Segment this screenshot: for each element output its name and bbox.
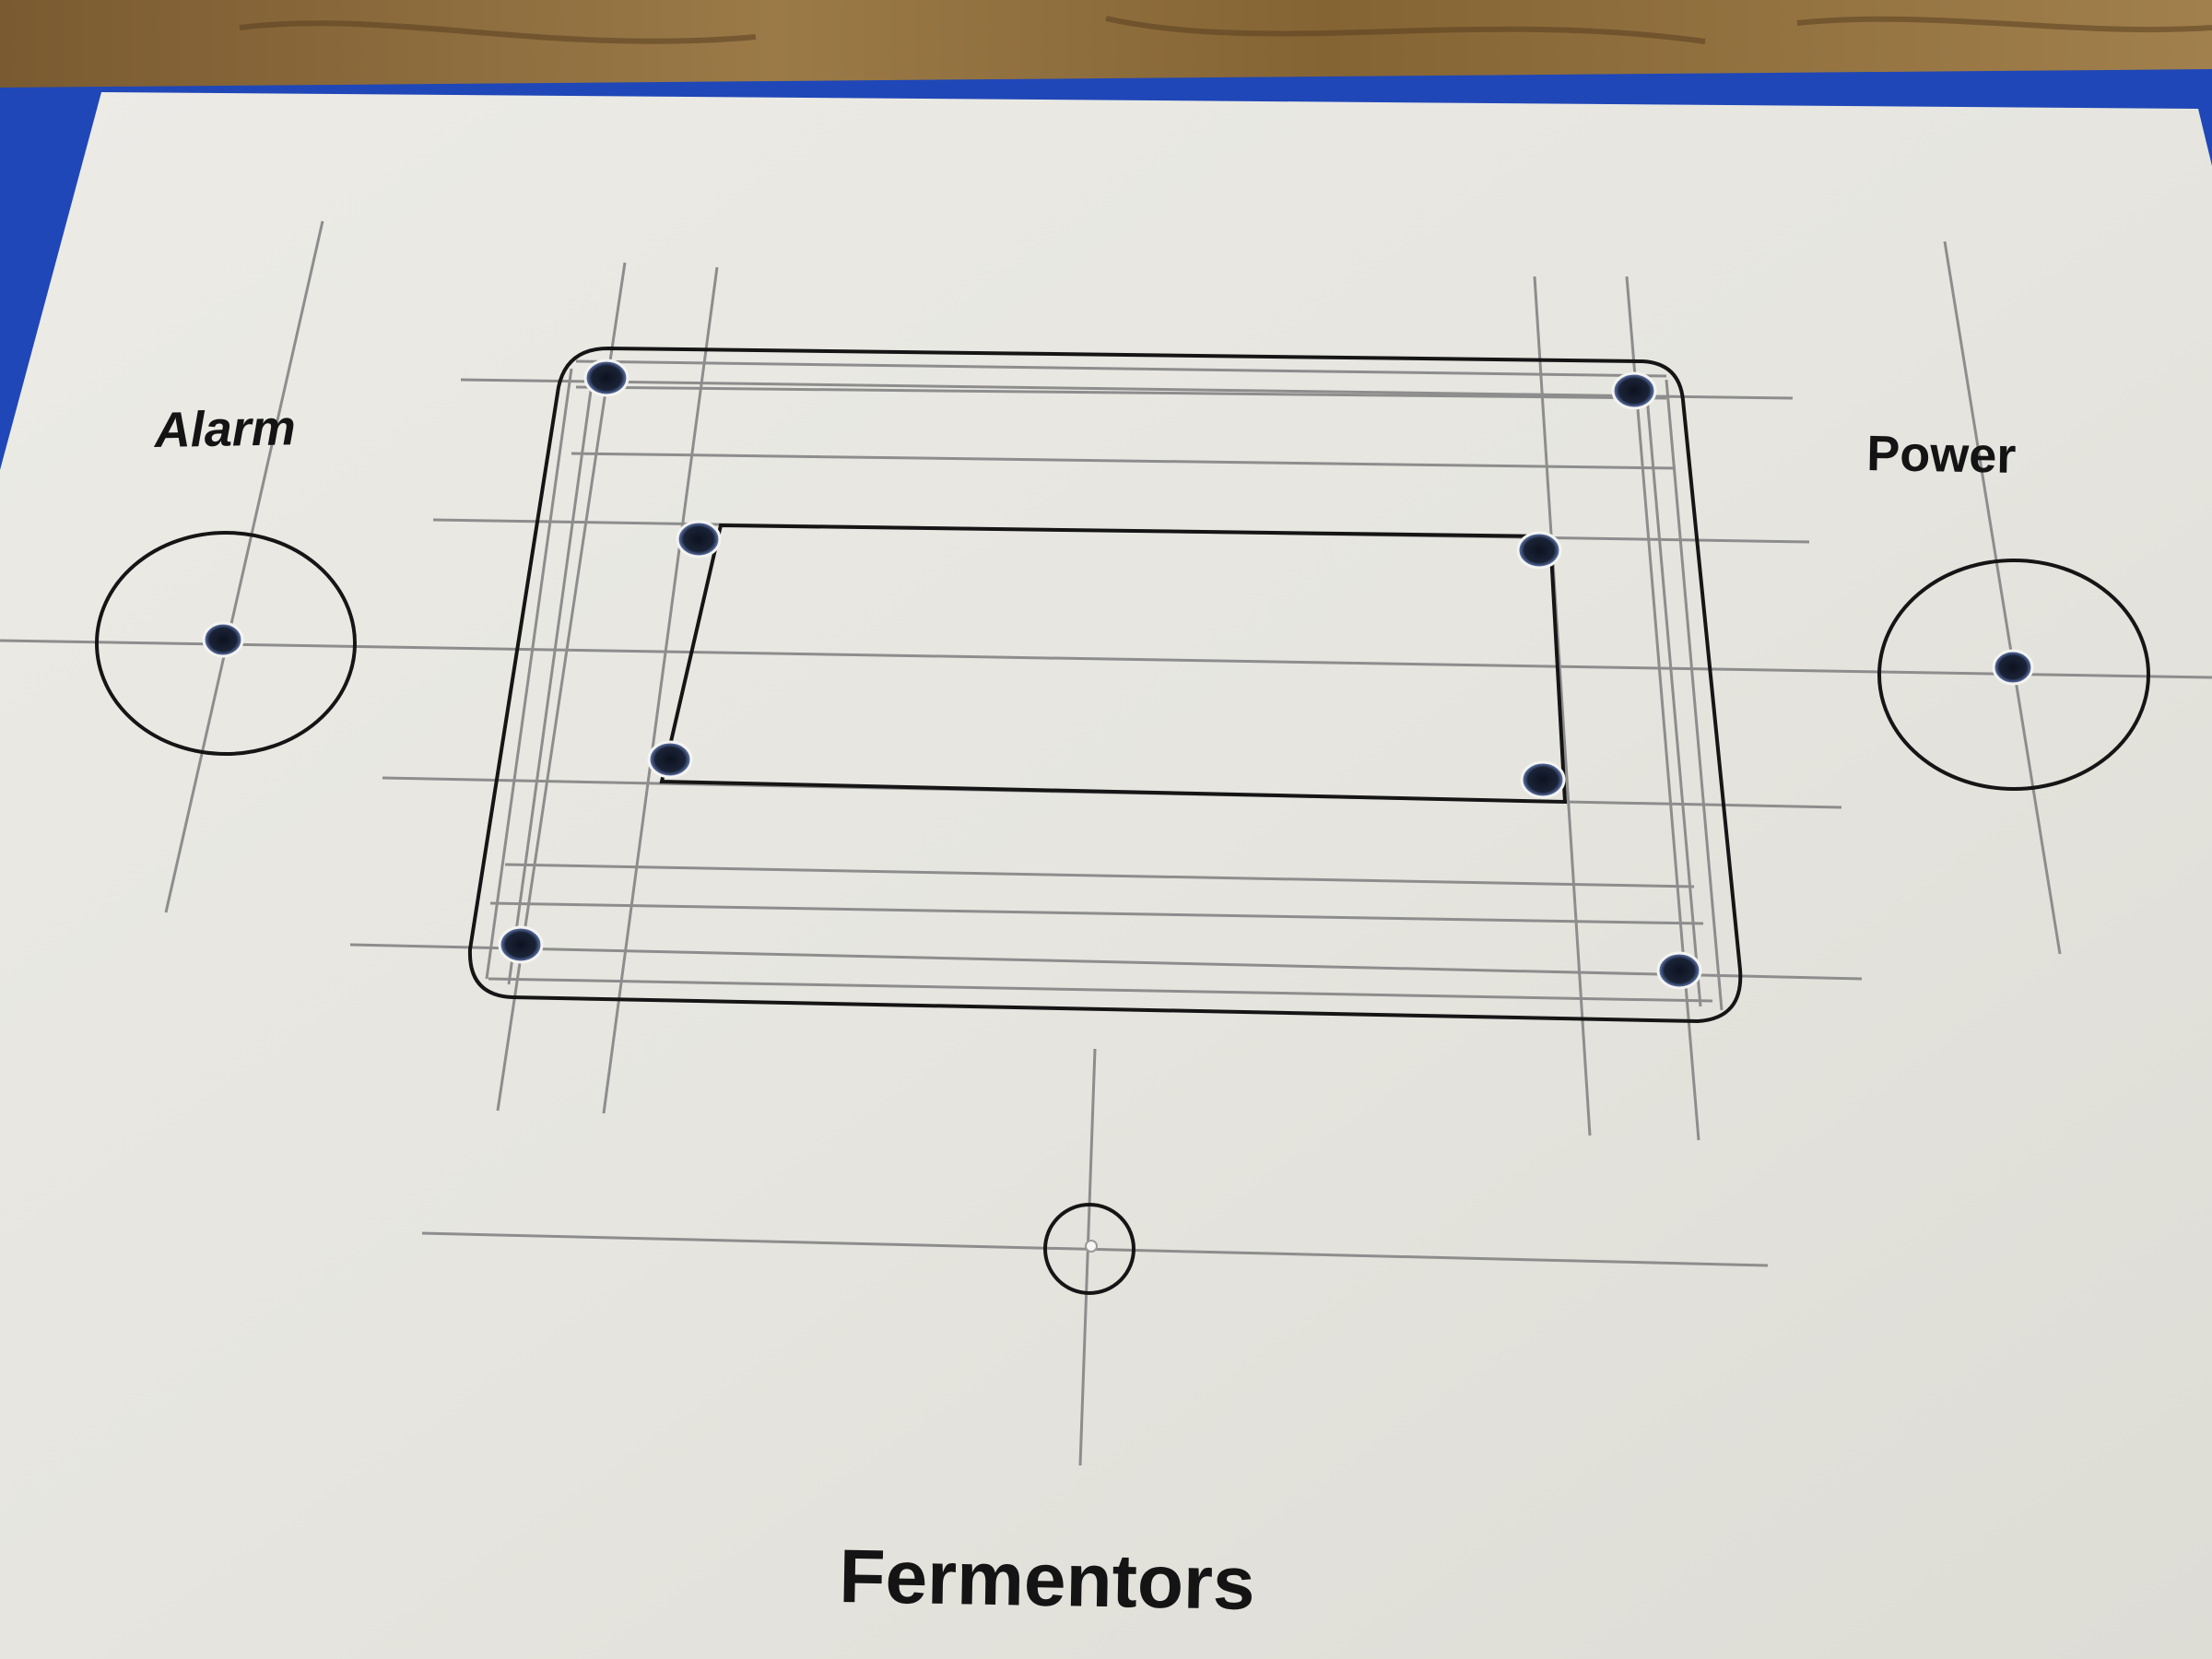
fermentors-pilot-mark bbox=[1085, 1240, 1098, 1253]
hole-bottom-right bbox=[1656, 951, 1702, 990]
outer-rounded-rectangle bbox=[467, 346, 1743, 1024]
hole-inner-top-right bbox=[1516, 531, 1562, 570]
power-circle bbox=[1877, 559, 2150, 791]
power-label: Power bbox=[1866, 426, 2017, 484]
drilled-holes bbox=[202, 359, 2034, 990]
hole-alarm bbox=[202, 621, 244, 658]
hole-top-left bbox=[583, 359, 629, 397]
inner-rectangle bbox=[659, 523, 1568, 805]
hole-inner-top-left bbox=[676, 520, 722, 559]
hole-inner-bottom-left bbox=[647, 740, 693, 779]
fermentors-label: Fermentors bbox=[839, 1535, 1256, 1626]
black-outlines bbox=[95, 346, 2150, 1295]
hole-bottom-left bbox=[498, 925, 544, 964]
alarm-circle bbox=[95, 531, 357, 756]
fermentors-circle bbox=[1043, 1203, 1135, 1295]
hole-inner-bottom-right bbox=[1520, 760, 1566, 799]
hole-top-right bbox=[1611, 371, 1657, 410]
wood-grain bbox=[239, 16, 2212, 44]
alarm-label: Alarm bbox=[152, 400, 296, 458]
hole-power bbox=[1992, 649, 2034, 686]
